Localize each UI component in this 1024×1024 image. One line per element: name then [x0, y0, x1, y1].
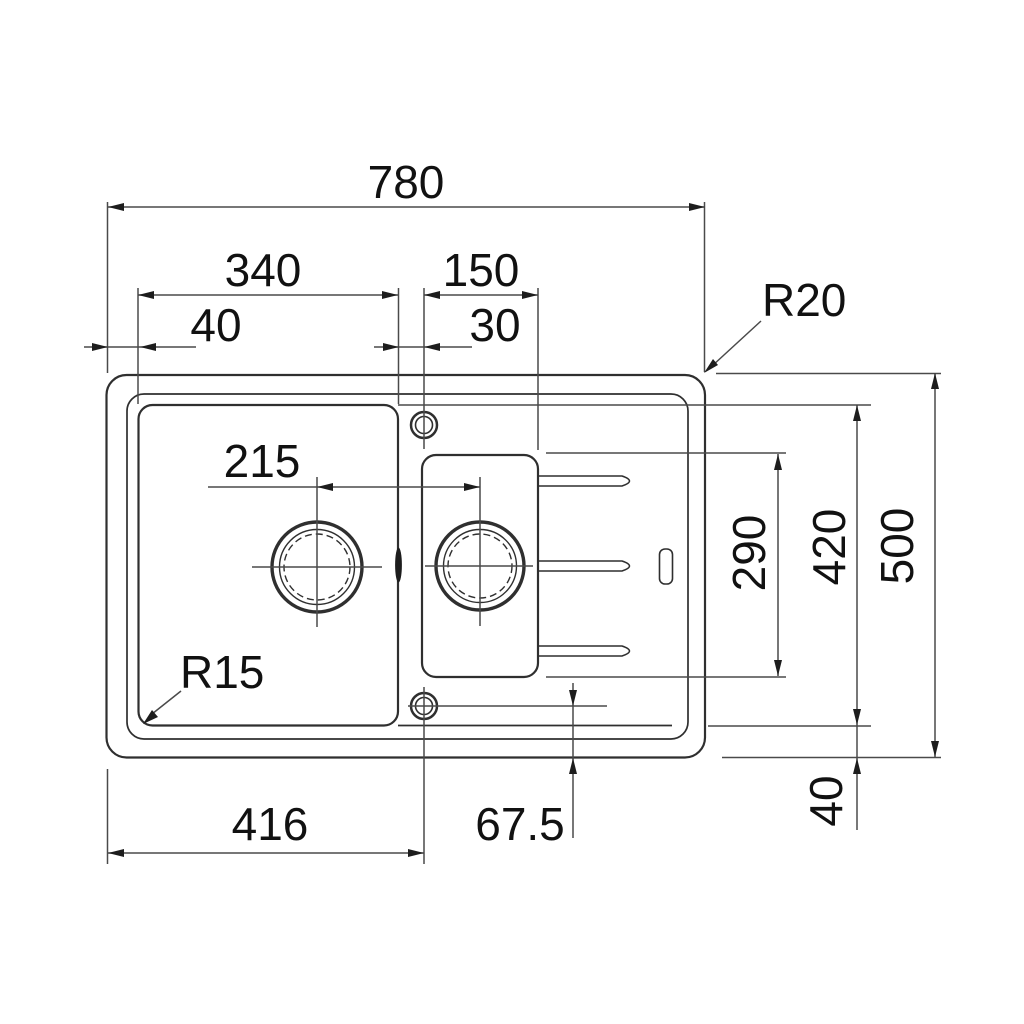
- dim-340: 340: [137, 244, 400, 404]
- sink-inner-rim: [126, 393, 689, 740]
- dim-290: 290: [546, 452, 786, 678]
- dim-500-label: 500: [871, 508, 923, 585]
- divider-overflow: [395, 547, 402, 583]
- dim-780: 780: [106, 156, 706, 373]
- dim-500: 500: [716, 372, 941, 759]
- drainer-groove: [538, 645, 631, 657]
- secondary-bowl: [420, 453, 540, 679]
- drainer-groove: [538, 560, 631, 572]
- dim-780-label: 780: [368, 156, 445, 208]
- drainer-groove: [538, 475, 631, 487]
- dim-416-label: 416: [232, 798, 309, 850]
- drainer-grooves: [538, 475, 631, 657]
- radius-r15-label: R15: [180, 646, 264, 698]
- dim-420-label: 420: [803, 509, 855, 586]
- dim-40-bottom-label: 40: [800, 775, 852, 826]
- dim-150-label: 150: [443, 244, 520, 296]
- dim-40-bottom: 40: [800, 725, 861, 830]
- dim-67-5: 67.5: [408, 683, 607, 850]
- radius-r15: R15: [143, 646, 264, 724]
- overflow-slot: [658, 548, 674, 585]
- dim-290-label: 290: [723, 515, 775, 592]
- dim-416: 416: [106, 687, 425, 864]
- dim-30-label: 30: [469, 299, 520, 351]
- radius-r20: R20: [704, 274, 846, 373]
- dim-40-top: 40: [84, 299, 242, 351]
- dim-30: 30: [374, 299, 521, 351]
- dim-215-label: 215: [224, 435, 301, 487]
- dim-67-5-label: 67.5: [475, 798, 565, 850]
- radius-r20-label: R20: [762, 274, 846, 326]
- main-drain: [252, 477, 382, 627]
- sink-outer-edge: [105, 373, 707, 759]
- secondary-drain: [425, 477, 533, 626]
- dim-150: 150: [423, 244, 539, 450]
- dim-340-label: 340: [225, 244, 302, 296]
- dim-40-top-label: 40: [190, 299, 241, 351]
- dim-215: 215: [208, 435, 480, 491]
- dim-420: 420: [398, 404, 871, 727]
